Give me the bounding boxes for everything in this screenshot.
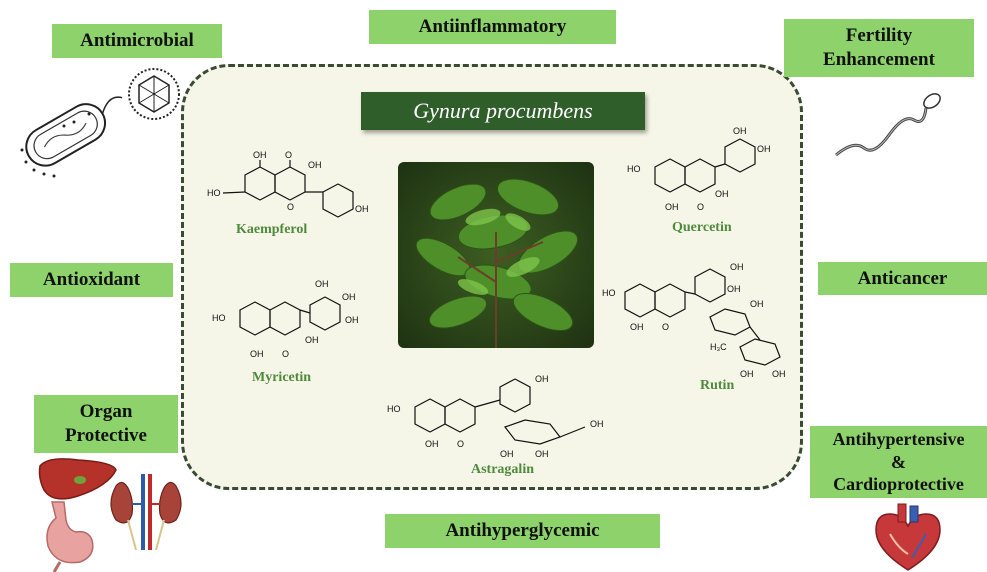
label-antiinflammatory: Antiinflammatory: [369, 10, 616, 44]
bacterium-icon: [20, 96, 123, 178]
kaempferol-structure: OH O OH O HO OH: [207, 150, 369, 218]
label-fertility-enhancement: Fertility Enhancement: [784, 19, 974, 77]
myricetin-ho-left: HO: [212, 313, 226, 323]
astragalin-o-carbonyl: O: [457, 439, 464, 449]
kaempferol-oh-top: OH: [253, 150, 267, 160]
myricetin-oh-top: OH: [315, 279, 329, 289]
rutin-oh-right: OH: [727, 284, 741, 294]
myricetin-oh-lower: OH: [345, 315, 359, 325]
rutin-oh-sugar3: OH: [772, 369, 786, 379]
astragalin-oh-sugar1: OH: [500, 449, 514, 459]
rutin-oh-top: OH: [730, 262, 744, 272]
astragalin-ho-left: HO: [387, 404, 401, 414]
virus-icon: [128, 68, 180, 120]
rutin-structure: OH OH HO OH O OH H₃C OH OH: [602, 262, 786, 379]
label-organ-line2: Protective: [65, 425, 147, 446]
rutin-ho-left: HO: [602, 288, 616, 298]
astragalin-oh-end: OH: [590, 419, 604, 429]
astragalin-oh-top: OH: [535, 374, 549, 384]
rutin-oh-sugar2: OH: [740, 369, 754, 379]
heart-icon: [875, 503, 941, 571]
myricetin-oh-mid: OH: [305, 335, 319, 345]
rutin-oh-bottom: OH: [630, 322, 644, 332]
kaempferol-o-carbonyl: O: [285, 150, 292, 160]
rutin-h3c: H₃C: [710, 342, 727, 352]
quercetin-oh-top: OH: [733, 126, 747, 136]
stomach-icon: [46, 501, 94, 572]
kaempferol-ho-left: HO: [207, 188, 221, 198]
compound-kaempferol: Kaempferol: [236, 222, 308, 237]
kaempferol-oh-end: OH: [355, 204, 369, 214]
astragalin-oh-bottom: OH: [425, 439, 439, 449]
label-antihypertensive-line2: &: [891, 451, 906, 472]
label-fertility-line2: Enhancement: [823, 49, 935, 70]
myricetin-oh-bottom: OH: [250, 349, 264, 359]
kaempferol-o-ring: O: [287, 202, 294, 212]
sperm-icon: [835, 93, 941, 157]
label-fertility-line1: Fertility: [845, 25, 913, 47]
liver-icon: [38, 458, 117, 500]
myricetin-structure: OH OH OH HO OH OH O: [212, 279, 359, 359]
compound-myricetin: Myricetin: [252, 370, 312, 385]
compound-rutin: Rutin: [700, 378, 735, 393]
label-antioxidant: Antioxidant: [10, 263, 173, 297]
rutin-oh-sugar1: OH: [750, 299, 764, 309]
compound-astragalin: Astragalin: [471, 462, 534, 477]
myricetin-oh-upper: OH: [342, 292, 356, 302]
compound-quercetin: Quercetin: [672, 220, 732, 235]
quercetin-oh-mid: OH: [715, 189, 729, 199]
label-anticancer: Anticancer: [818, 262, 987, 295]
myricetin-o-carbonyl: O: [282, 349, 289, 359]
rutin-o-carbonyl: O: [662, 322, 669, 332]
label-antihyperglycemic: Antihyperglycemic: [385, 514, 660, 548]
label-organ-protective: Organ Protective: [34, 395, 178, 453]
plant-photo: [398, 162, 594, 348]
label-antihypertensive-line3: Cardioprotective: [833, 474, 964, 495]
quercetin-o-carbonyl: O: [697, 202, 704, 212]
label-antihypertensive-line1: Antihypertensive: [832, 429, 965, 450]
kaempferol-oh-right: OH: [308, 160, 322, 170]
label-antimicrobial: Antimicrobial: [52, 24, 222, 58]
quercetin-structure: OH OH HO OH OH O: [627, 126, 771, 212]
astragalin-oh-sugar2: OH: [535, 449, 549, 459]
quercetin-ho-left: HO: [627, 164, 641, 174]
label-antihypertensive-cardioprotective: Antihypertensive & Cardioprotective: [810, 426, 987, 498]
astragalin-structure: OH HO OH O OH OH OH: [387, 374, 604, 459]
quercetin-oh-bottom: OH: [665, 202, 679, 212]
kidney-icon: [110, 474, 182, 551]
title-box: Gynura procumbens: [361, 92, 645, 130]
label-organ-line1: Organ: [79, 401, 133, 423]
quercetin-oh-right: OH: [757, 144, 771, 154]
